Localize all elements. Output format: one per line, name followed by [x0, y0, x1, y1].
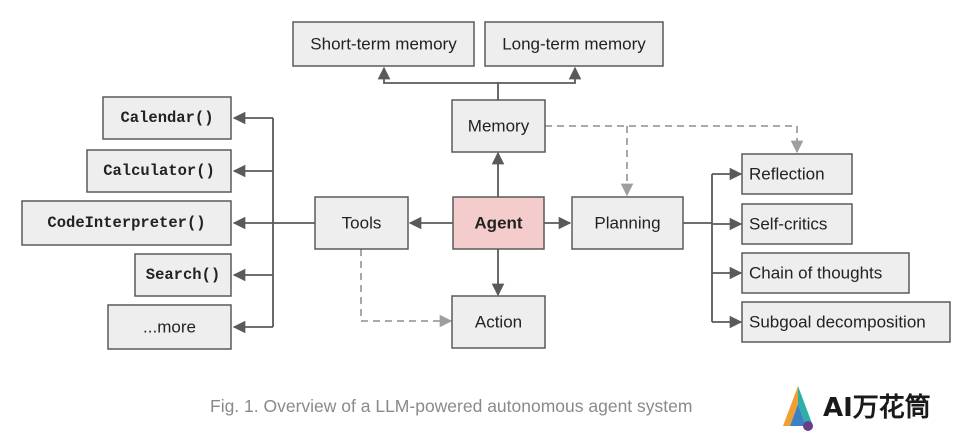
- memory-box: Memory: [451, 99, 546, 153]
- reflection-label: Reflection: [749, 165, 825, 184]
- subgoal-decomposition-label: Subgoal decomposition: [749, 313, 926, 332]
- tools-label: Tools: [342, 214, 382, 233]
- long-term-memory-box: Long-term memory: [484, 21, 664, 67]
- search-label: Search(): [146, 266, 220, 284]
- chain-of-thoughts-box: Chain of thoughts: [741, 252, 910, 294]
- memory-label: Memory: [468, 117, 530, 136]
- planning-label: Planning: [594, 214, 660, 233]
- action-box: Action: [451, 295, 546, 349]
- connector-memory-short-term: [377, 66, 499, 100]
- chain-of-thoughts-label: Chain of thoughts: [749, 264, 882, 283]
- watermark-logo-icon: [783, 386, 813, 431]
- agent-label: Agent: [474, 214, 523, 233]
- more-tools-box: ...more: [107, 304, 232, 350]
- subgoal-decomposition-box: Subgoal decomposition: [741, 301, 951, 343]
- code-interpreter-box: CodeInterpreter(): [21, 200, 232, 246]
- dashed-tools-action: [360, 249, 453, 328]
- long-term-memory-label: Long-term memory: [502, 35, 646, 54]
- tools-box: Tools: [314, 196, 409, 250]
- figure-caption: Fig. 1. Overview of a LLM-powered autono…: [210, 396, 692, 416]
- watermark-text: AI万花筒: [823, 392, 931, 423]
- calculator-box: Calculator(): [86, 149, 232, 193]
- code-interpreter-label: CodeInterpreter(): [47, 214, 205, 232]
- agent-box: Agent: [452, 196, 545, 250]
- action-label: Action: [475, 313, 522, 332]
- self-critics-label: Self-critics: [749, 215, 827, 234]
- connector-memory-long-term: [498, 66, 582, 84]
- calculator-label: Calculator(): [103, 162, 215, 180]
- more-tools-label: ...more: [143, 318, 196, 337]
- short-term-memory-label: Short-term memory: [310, 35, 457, 54]
- planning-box: Planning: [571, 196, 684, 250]
- dashed-memory-reflection: [545, 125, 804, 154]
- connectors: [232, 66, 804, 334]
- watermark: AI万花筒: [783, 386, 931, 431]
- self-critics-box: Self-critics: [741, 203, 853, 245]
- reflection-box: Reflection: [741, 153, 853, 195]
- search-box: Search(): [134, 253, 232, 297]
- short-term-memory-box: Short-term memory: [292, 21, 475, 67]
- calendar-label: Calendar(): [120, 109, 213, 127]
- calendar-box: Calendar(): [102, 96, 232, 140]
